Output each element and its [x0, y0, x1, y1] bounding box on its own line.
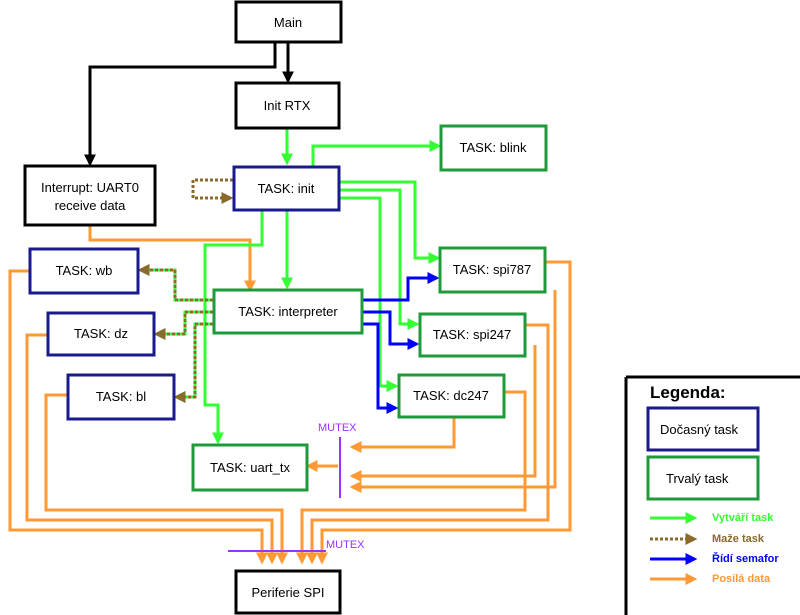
node-task-init-label: TASK: init	[258, 181, 315, 196]
arrow-spi787-to-spi	[316, 260, 572, 565]
node-periferie-spi: Periferie SPI	[234, 569, 342, 615]
delete-arrows	[137, 178, 234, 403]
node-interrupt-label-2: receive data	[55, 198, 127, 213]
legend-creates-label: Vytváří task	[712, 512, 774, 524]
node-task-wb-label: TASK: wb	[56, 263, 113, 278]
arrow-interrupt-to-interpreter	[88, 225, 256, 293]
node-task-uart-tx: TASK: uart_tx	[191, 443, 309, 492]
node-init-rtx: Init RTX	[234, 81, 341, 130]
arrow-main-to-interrupt	[84, 42, 277, 167]
legend: Legenda: Dočasný task Trvalý task Vytvář…	[624, 375, 800, 615]
semaphore-arrows	[362, 272, 440, 414]
arrow-interpreter-sem-spi787	[362, 272, 440, 302]
arrow-dc247-to-spi	[296, 390, 527, 565]
node-task-interpreter: TASK: interpreter	[212, 288, 364, 335]
arrow-spi247-to-mutex	[349, 345, 537, 482]
node-task-spi787-label: TASK: spi787	[453, 262, 532, 277]
node-task-interpreter-label: TASK: interpreter	[238, 304, 338, 319]
node-interrupt: Interrupt: UART0 receive data	[23, 164, 157, 227]
legend-border	[624, 375, 800, 615]
arrow-interpreter-delete-wb	[137, 264, 213, 302]
node-task-dc247-label: TASK: dc247	[413, 388, 489, 403]
arrow-init-to-dc247	[340, 196, 399, 392]
node-task-spi787: TASK: spi787	[438, 246, 547, 294]
node-task-dc247: TASK: dc247	[397, 373, 506, 419]
arrow-spi787-to-mutex	[349, 290, 557, 493]
legend-deletes-label: Maže task	[712, 533, 765, 545]
legend-permanent-box	[646, 455, 760, 501]
node-task-bl: TASK: bl	[66, 373, 176, 421]
mutex-marks: MUTEX MUTEX	[228, 422, 365, 552]
node-task-blink-label: TASK: blink	[460, 140, 527, 155]
control-flow-arrows	[84, 42, 294, 167]
node-main-label: Main	[274, 15, 302, 30]
arrow-init-to-spi787	[340, 180, 441, 264]
node-task-bl-label: TASK: bl	[96, 389, 146, 404]
node-task-init: TASK: init	[232, 165, 341, 212]
arrow-interpreter-delete-bl	[173, 322, 213, 403]
legend-temporary-label: Dočasný task	[660, 422, 739, 437]
node-task-spi247: TASK: spi247	[418, 312, 527, 358]
arrow-init-self-delete	[191, 178, 234, 204]
legend-permanent-label: Trvalý task	[666, 471, 729, 486]
arrow-dc247-to-mutex	[349, 417, 456, 453]
mutex-upper-label: MUTEX	[318, 422, 357, 434]
legend-title: Legenda:	[650, 383, 726, 402]
arrow-dz-to-spi	[25, 333, 278, 565]
legend-semaphore-label: Řídí semafor	[712, 552, 779, 565]
arrow-wb-to-spi	[8, 269, 268, 565]
legend-temporary-box	[646, 406, 760, 452]
arrow-interpreter-sem-dc247	[362, 322, 399, 414]
legend-data-label: Posílá data	[712, 573, 771, 585]
data-flow-arrows	[8, 225, 572, 565]
arrow-bl-to-spi	[44, 393, 288, 565]
node-periferie-spi-label: Periferie SPI	[252, 585, 325, 600]
node-task-uart-tx-label: TASK: uart_tx	[210, 460, 290, 475]
arrow-interpreter-sem-spi247	[362, 310, 420, 350]
node-task-spi247-label: TASK: spi247	[433, 327, 512, 342]
node-interrupt-label-1: Interrupt: UART0	[41, 180, 139, 195]
node-task-dz: TASK: dz	[46, 311, 156, 357]
node-task-dz-label: TASK: dz	[74, 326, 128, 341]
mutex-lower-label: MUTEX	[326, 539, 365, 551]
node-main: Main	[234, 0, 343, 44]
arrow-spi247-to-spi	[306, 323, 550, 565]
node-task-blink: TASK: blink	[439, 124, 548, 172]
arrow-interpreter-to-dz	[153, 310, 213, 340]
node-task-wb: TASK: wb	[28, 247, 140, 295]
node-init-rtx-label: Init RTX	[264, 98, 311, 113]
arrow-init-to-spi247	[340, 188, 420, 330]
arrow-init-to-blink	[311, 140, 442, 166]
